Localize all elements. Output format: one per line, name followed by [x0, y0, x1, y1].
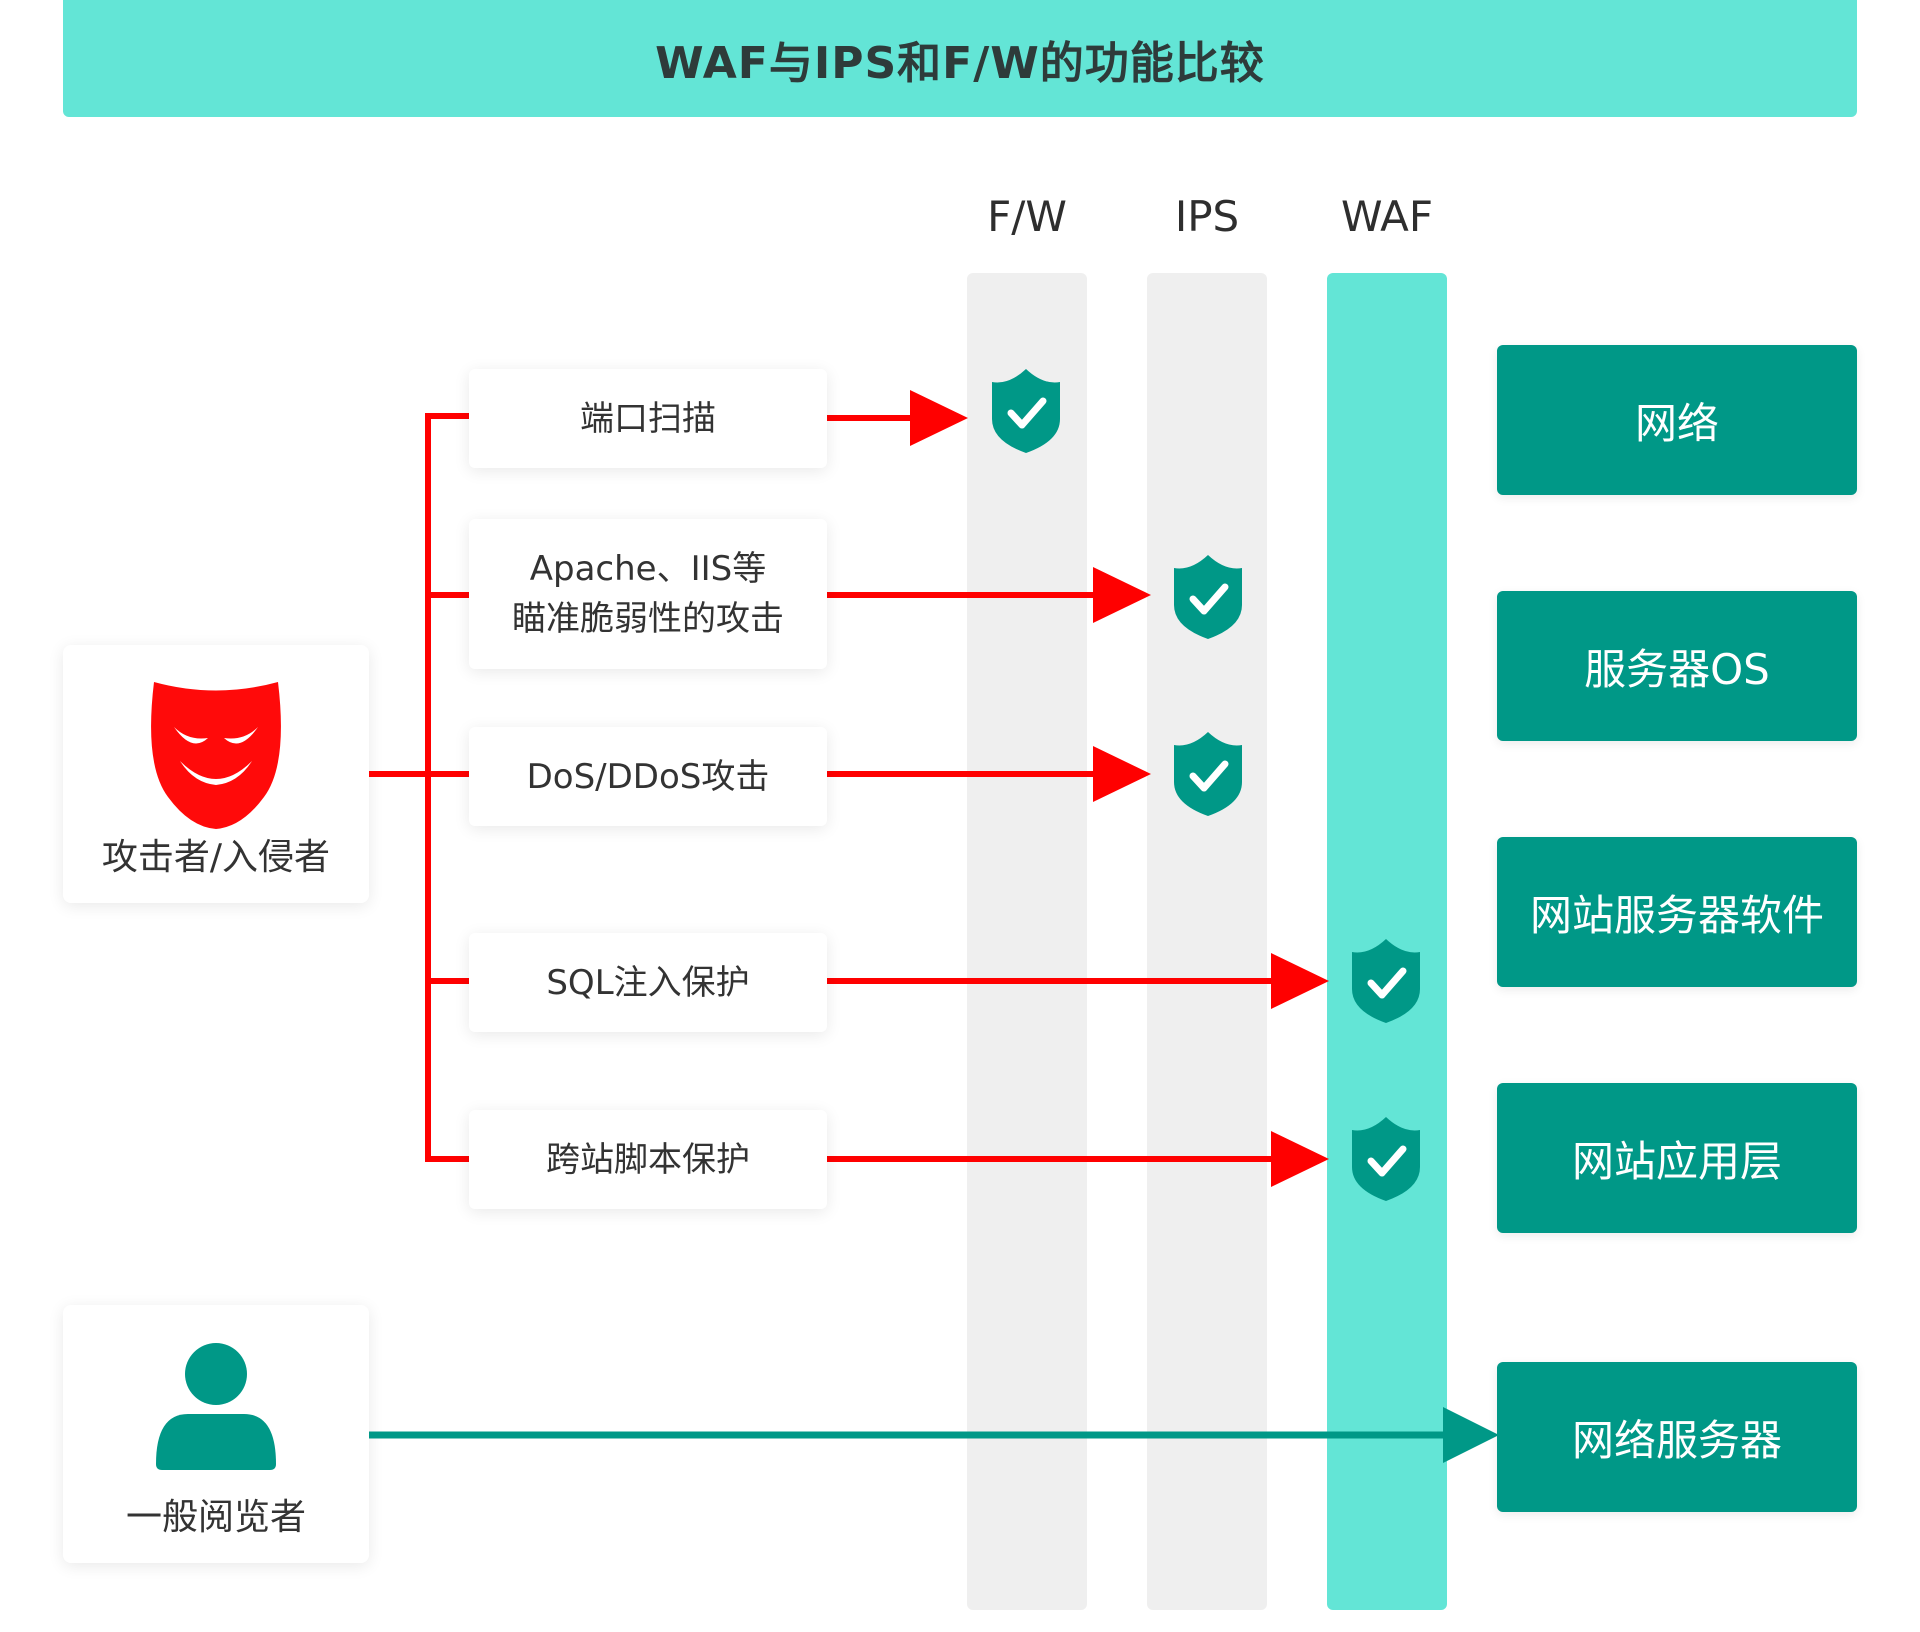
- shield-check-icon: [1174, 555, 1242, 639]
- layer-network-server: 网络服务器: [1497, 1362, 1857, 1512]
- column-header-fw: F/W: [987, 192, 1067, 241]
- attack-label: SQL注入保护: [546, 962, 750, 1003]
- ips-column: [1147, 273, 1267, 1610]
- attack-label: Apache、IIS等 瞄准脆弱性的攻击: [512, 549, 784, 639]
- fw-column: [967, 273, 1087, 1610]
- column-header-waf: WAF: [1340, 192, 1434, 241]
- attack-arrow-2: [827, 567, 1151, 623]
- attack-box-vulnerability: Apache、IIS等 瞄准脆弱性的攻击: [469, 519, 827, 669]
- layer-label: 网站应用层: [1571, 1136, 1782, 1186]
- viewer-arrow: [369, 1407, 1499, 1463]
- viewer-label: 一般阅览者: [125, 1497, 306, 1538]
- attacker-label: 攻击者/入侵者: [101, 837, 331, 878]
- devil-mask-icon: [151, 682, 281, 829]
- title-banner: WAF与IPS和F/W的功能比较: [63, 0, 1857, 117]
- user-icon: [156, 1343, 276, 1470]
- shield-check-icon: [1352, 939, 1420, 1023]
- layer-label: 网络服务器: [1571, 1415, 1782, 1465]
- attack-box-port-scan: 端口扫描: [469, 369, 827, 468]
- shield-check-icon: [1174, 732, 1242, 816]
- attack-arrow-4: [827, 953, 1329, 1009]
- column-header-ips: IPS: [1174, 192, 1240, 241]
- layer-server-os: 服务器OS: [1497, 591, 1857, 741]
- layer-web-application: 网站应用层: [1497, 1083, 1857, 1233]
- attack-bracket: [369, 413, 469, 1162]
- attack-label: 端口扫描: [580, 398, 716, 439]
- attack-arrow-3: [827, 746, 1151, 802]
- attack-label: DoS/DDoS攻击: [526, 756, 770, 797]
- shield-check-icon: [1352, 1117, 1420, 1201]
- shield-check-icon: [992, 369, 1060, 453]
- layer-label: 网站服务器软件: [1529, 890, 1824, 940]
- attack-arrow-5: [827, 1131, 1329, 1187]
- page-title: WAF与IPS和F/W的功能比较: [655, 37, 1265, 89]
- attack-box-dos: DoS/DDoS攻击: [469, 727, 827, 826]
- attack-arrow-1: [827, 390, 968, 446]
- layer-label: 服务器OS: [1584, 644, 1770, 694]
- attack-box-xss: 跨站脚本保护: [469, 1110, 827, 1209]
- attack-label: 跨站脚本保护: [546, 1139, 750, 1180]
- attack-box-sql-injection: SQL注入保护: [469, 933, 827, 1032]
- layer-web-server-software: 网站服务器软件: [1497, 837, 1857, 987]
- layer-label: 网络: [1634, 398, 1719, 448]
- layer-network: 网络: [1497, 345, 1857, 495]
